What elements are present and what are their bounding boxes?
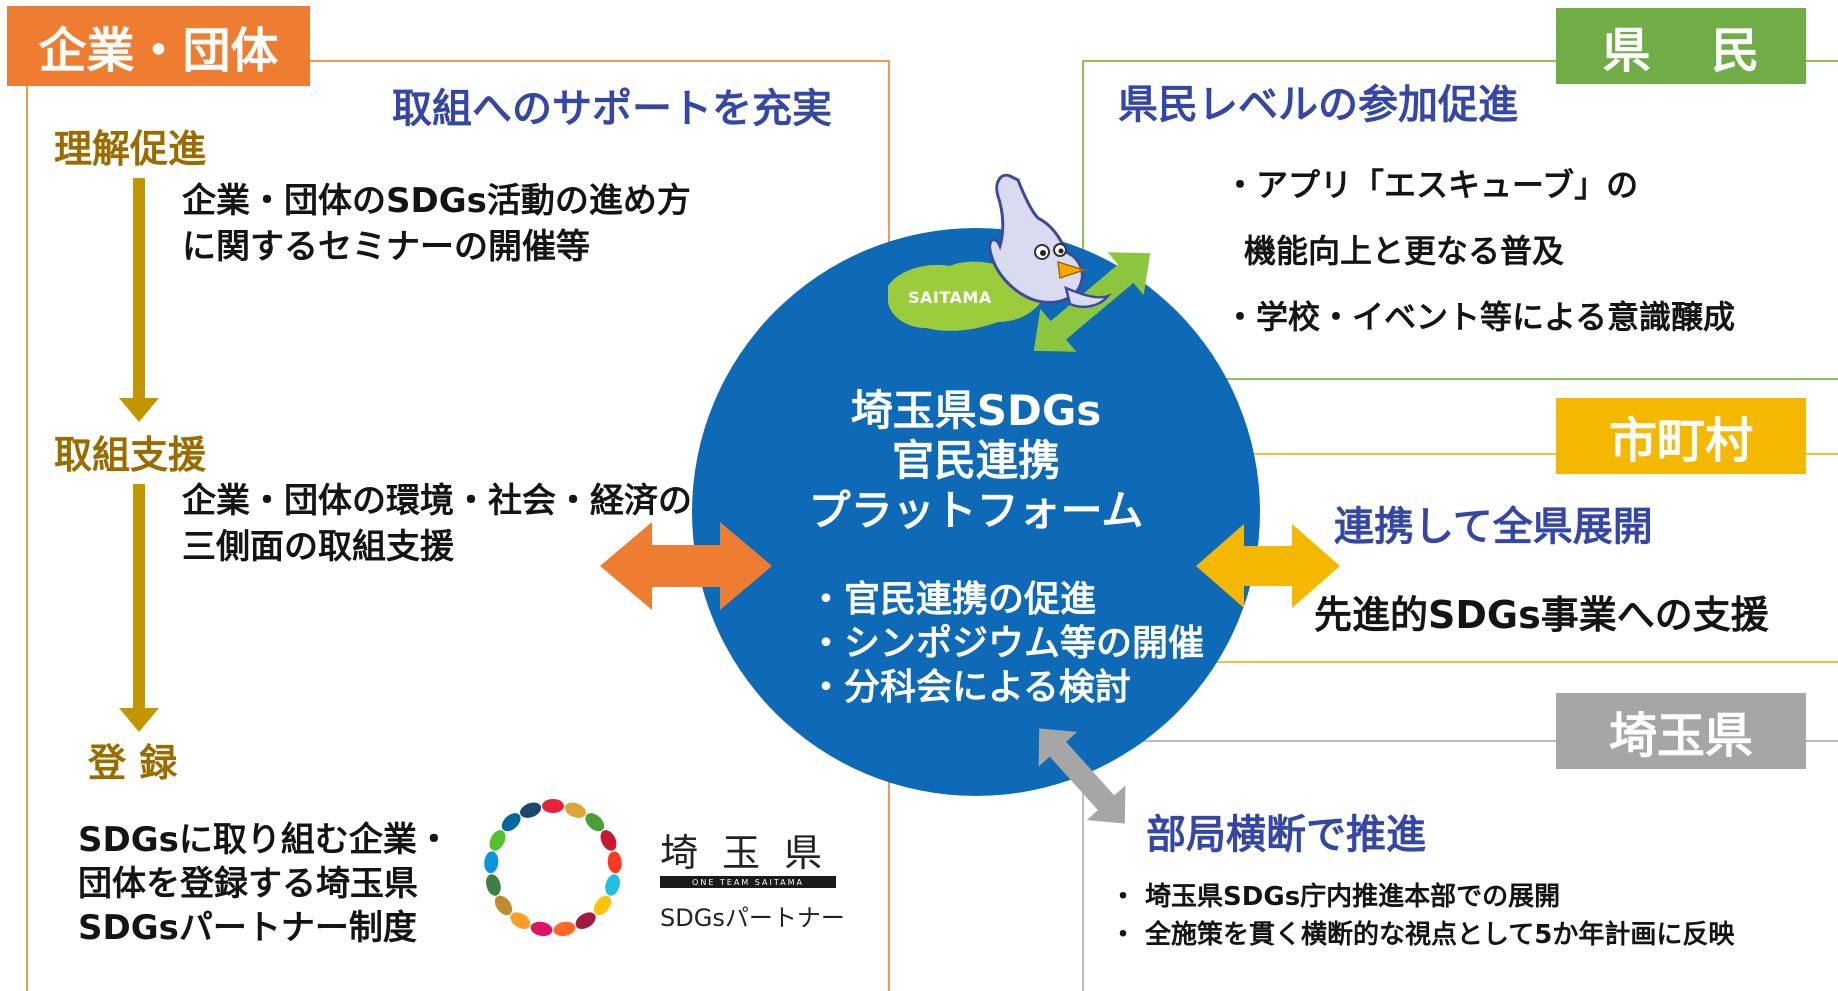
grey-double-arrow [1038, 728, 1126, 824]
yellow-double-arrow [1196, 524, 1340, 608]
prefecture-panel [1082, 740, 1838, 991]
citizens-headline: 県民レベルの参加促進 [1118, 82, 1518, 128]
step3-line3: SDGsパートナー制度 [78, 908, 417, 948]
logo-petal [607, 851, 622, 874]
citizens-line3: ・学校・イベント等による意識醸成 [1224, 298, 1736, 336]
step2-line2: 三側面の取組支援 [182, 527, 454, 567]
platform-title-3: プラットフォーム [808, 486, 1144, 535]
sdgs-color-wheel-icon [484, 799, 622, 937]
prefecture-line1: ・ 埼玉県SDGs庁内推進本部での展開 [1110, 882, 1561, 912]
municipalities-headline: 連携して全県展開 [1334, 504, 1653, 550]
citizens-panel [1082, 60, 1838, 380]
business-headline: 取組へのサポートを充実 [392, 86, 832, 132]
municipalities-body: 先進的SDGs事業への支援 [1314, 593, 1769, 637]
orange-double-arrow [600, 522, 772, 610]
logo-petal [600, 830, 617, 851]
logo-petal [489, 830, 506, 851]
logo-band: ONE TEAM SAITAMA [660, 876, 836, 888]
flow-arrow-1 [119, 178, 159, 422]
flow-arrow-2 [119, 484, 159, 732]
logo-petal [593, 895, 612, 916]
prefecture-headline: 部局横断で推進 [1146, 812, 1426, 858]
logo-petal [585, 813, 605, 832]
logo-petal [486, 874, 501, 896]
step1-line1: 企業・団体のSDGs活動の進め方 [182, 181, 691, 221]
logo-band-text: ONE TEAM SAITAMA [692, 877, 804, 887]
logo-petal [564, 802, 586, 818]
logo-sub: SDGsパートナー [660, 904, 845, 932]
platform-bullet-3: ・分科会による検討 [808, 667, 1131, 708]
logo-petal [553, 921, 576, 937]
logo-petal [542, 799, 564, 813]
step3-line1: SDGsに取り組む企業・ [78, 820, 451, 860]
step1-title: 理解促進 [54, 127, 207, 171]
saitama-badge-text: SAITAMA [908, 288, 992, 307]
citizens-tag: 県 民 [1556, 8, 1806, 84]
step1-line2: に関するセミナーの開催等 [182, 227, 590, 267]
municipalities-tag: 市町村 [1556, 398, 1806, 474]
platform-title-1: 埼玉県SDGs [850, 386, 1102, 435]
platform-bullet-1: ・官民連携の促進 [808, 579, 1097, 620]
logo-petal [605, 874, 620, 896]
business-tag: 企業・団体 [7, 6, 310, 86]
step3-line2: 団体を登録する埼玉県 [78, 864, 418, 904]
prefecture-tag: 埼玉県 [1556, 693, 1806, 769]
logo-petal [530, 921, 553, 937]
step2-title: 取組支援 [54, 433, 207, 477]
logo-petal [484, 851, 499, 874]
step3-title: 登 録 [88, 741, 178, 785]
step2-line1: 企業・団体の環境・社会・経済の [182, 481, 692, 521]
logo-petal [501, 813, 521, 832]
platform-bullet-2: ・シンポジウム等の開催 [808, 623, 1205, 664]
logo-name: 埼 玉 県 [660, 831, 829, 875]
prefecture-line2: ・ 全施策を貫く横断的な視点として5か年計画に反映 [1110, 920, 1735, 950]
citizens-line2: 機能向上と更なる普及 [1244, 232, 1565, 270]
logo-petal [494, 895, 513, 916]
platform-title-2: 官民連携 [891, 436, 1060, 485]
logo-petal [520, 802, 542, 818]
kobaton-mascot-icon [988, 173, 1112, 308]
logo-petal [510, 912, 531, 930]
logo-petal [575, 912, 596, 930]
citizens-line1: ・アプリ「エスキューブ」の [1224, 166, 1639, 204]
